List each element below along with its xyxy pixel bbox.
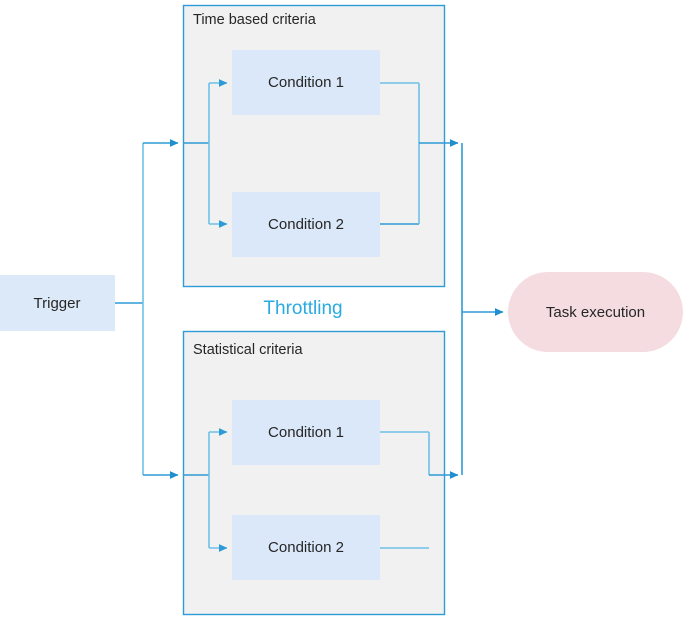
task-execution-box[interactable] bbox=[508, 272, 683, 352]
group-title-time-based-criteria: Time based criteria bbox=[193, 12, 317, 28]
condition-box[interactable] bbox=[232, 50, 380, 115]
node-time-condition-1[interactable]: Condition 1 bbox=[232, 50, 380, 115]
condition-label: Condition 2 bbox=[268, 539, 344, 556]
trigger-box[interactable] bbox=[0, 275, 115, 331]
edge-merge-to-task bbox=[461, 143, 504, 475]
condition-label: Condition 2 bbox=[268, 216, 344, 233]
node-statistical-condition-2[interactable]: Condition 2 bbox=[232, 515, 380, 580]
condition-label: Condition 1 bbox=[268, 424, 344, 441]
edge-time-group-fanin bbox=[380, 82, 459, 225]
condition-box[interactable] bbox=[232, 515, 380, 580]
edge-stat-group-fanout bbox=[183, 428, 228, 552]
task-execution-label: Task execution bbox=[546, 304, 645, 321]
node-trigger[interactable]: Trigger bbox=[0, 275, 115, 331]
trigger-label: Trigger bbox=[34, 295, 81, 312]
edge-stat-group-fanin bbox=[380, 431, 459, 549]
node-statistical-condition-1[interactable]: Condition 1 bbox=[232, 400, 380, 465]
edge-trigger-to-split bbox=[115, 143, 144, 475]
node-task-execution[interactable]: Task execution bbox=[508, 272, 683, 352]
node-time-condition-2[interactable]: Condition 2 bbox=[232, 192, 380, 257]
condition-label: Condition 1 bbox=[268, 74, 344, 91]
group-title-statistical-criteria: Statistical criteria bbox=[193, 342, 304, 358]
throttling-title: Throttling bbox=[263, 298, 342, 319]
condition-box[interactable] bbox=[232, 400, 380, 465]
edge-time-group-fanout bbox=[183, 79, 228, 228]
condition-box[interactable] bbox=[232, 192, 380, 257]
